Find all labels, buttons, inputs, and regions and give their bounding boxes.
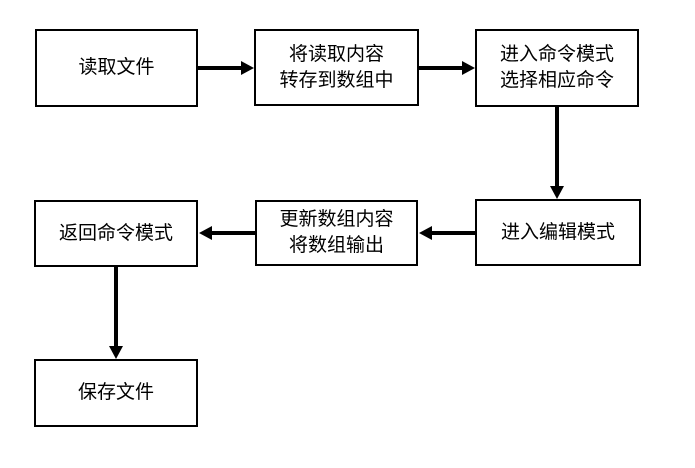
flow-node-enter-command-mode: 进入命令模式 选择相应命令 bbox=[475, 29, 639, 107]
arrow-return-to-save bbox=[109, 267, 123, 359]
arrow-edit-to-update bbox=[419, 226, 475, 240]
flow-node-store-to-array: 将读取内容 转存到数组中 bbox=[254, 29, 419, 106]
arrow-store-to-command bbox=[419, 61, 475, 75]
flow-node-read-file: 读取文件 bbox=[35, 29, 198, 107]
flow-node-enter-edit-mode: 进入编辑模式 bbox=[475, 199, 641, 266]
arrow-update-to-return bbox=[199, 226, 255, 240]
arrow-read-to-store bbox=[198, 61, 254, 75]
arrow-command-to-edit bbox=[550, 107, 564, 199]
flow-node-update-array: 更新数组内容 将数组输出 bbox=[255, 200, 418, 266]
flow-node-save-file: 保存文件 bbox=[34, 359, 198, 427]
flow-node-return-command: 返回命令模式 bbox=[34, 200, 198, 267]
